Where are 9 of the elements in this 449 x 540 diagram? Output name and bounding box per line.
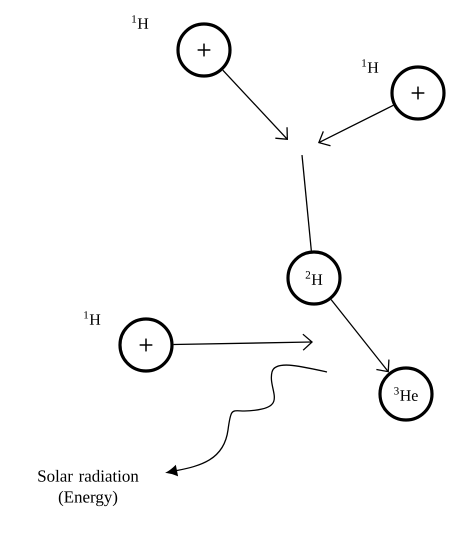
wavy-arrow xyxy=(166,364,328,476)
arrow xyxy=(222,70,288,140)
isotope-label: $^{1}$H xyxy=(132,15,148,29)
isotope-label: $^{1}$H xyxy=(84,311,100,325)
arrow xyxy=(330,299,390,372)
isotope-label: $^{1}$H xyxy=(362,59,378,73)
arrow xyxy=(318,104,394,146)
arrow xyxy=(174,334,313,351)
caption-text: Solar radiation (Energy) xyxy=(38,470,139,506)
